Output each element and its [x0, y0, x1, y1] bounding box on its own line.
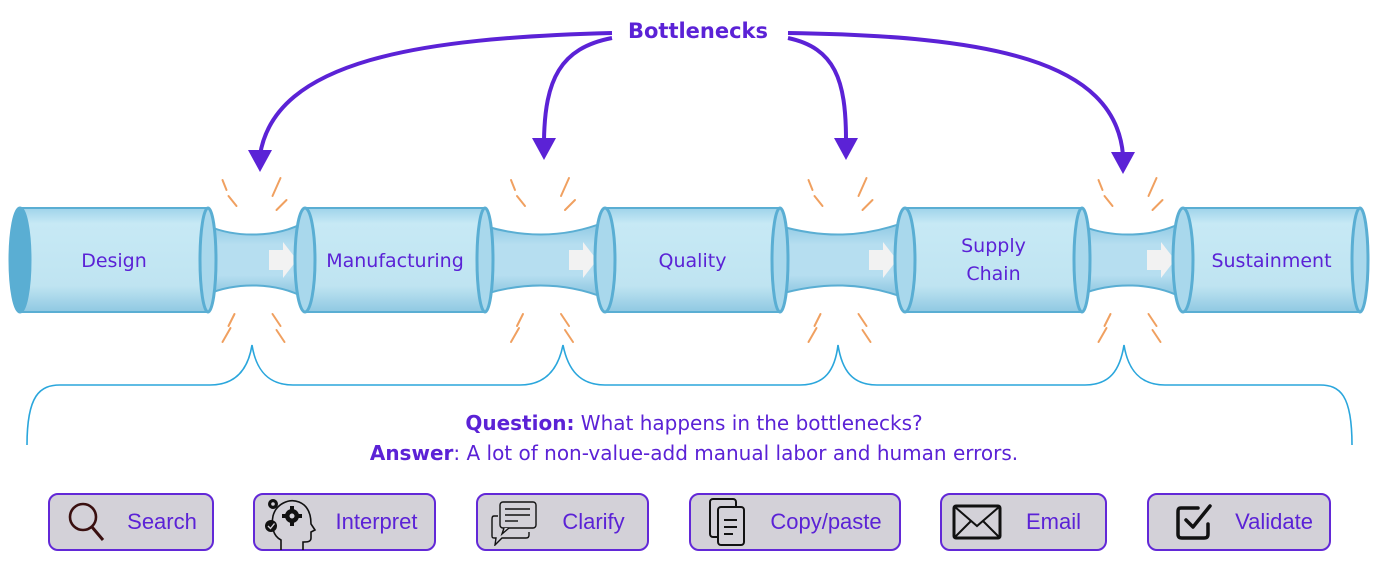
arrow-to-bottleneck-3 [787, 36, 848, 141]
burst-mark [564, 199, 576, 211]
task-validate[interactable]: Validate [1147, 493, 1331, 551]
magnifier-icon [62, 497, 112, 547]
pipe-right-rim [1350, 206, 1370, 314]
burst-mark [275, 329, 286, 343]
pipe-stage-3: Quality [593, 206, 790, 314]
bottleneck-arrows [248, 31, 1135, 174]
task-interpret[interactable]: Interpret [253, 493, 436, 551]
arrow-head-1 [248, 150, 272, 172]
burst-mark [1151, 199, 1164, 211]
flow-arrow-icon [269, 242, 297, 278]
documents-icon [703, 497, 753, 547]
envelope-icon [952, 497, 1002, 547]
pipe-body [305, 208, 485, 312]
pipe-body [605, 208, 780, 312]
answer-line: Answer: A lot of non-value-add manual la… [0, 438, 1388, 468]
pipe-left-rim [593, 206, 617, 314]
burst-mark [227, 195, 238, 207]
burst-mark [560, 177, 570, 197]
answer-label: Answer [369, 441, 454, 465]
stage-label-line: Supply [961, 235, 1026, 257]
flow-arrow-icon [1147, 242, 1175, 278]
pipe-right-rim [198, 206, 218, 314]
flow-arrow-icon [569, 242, 597, 278]
task-copy-paste[interactable]: Copy/paste [689, 493, 901, 551]
burst-mark [275, 199, 288, 211]
burst-mark [1097, 179, 1104, 191]
arrow-head-2 [532, 138, 556, 160]
pipe-body [1183, 208, 1360, 312]
pipe-right-rim [475, 206, 495, 314]
stage-label-line: Chain [966, 263, 1020, 285]
chat-bubbles-icon [490, 497, 540, 547]
bracket [26, 344, 1353, 446]
burst-mark [227, 313, 236, 327]
pipe-body [20, 208, 208, 312]
checkbox-icon [1169, 497, 1219, 547]
burst-mark [813, 195, 824, 207]
burst-mark [1097, 327, 1108, 343]
pipe-body [905, 208, 1082, 312]
task-label: Search [127, 509, 197, 534]
pipe-left-rim [8, 206, 32, 314]
task-clarify[interactable]: Clarify [476, 493, 649, 551]
stage-label: Quality [659, 250, 727, 272]
burst-mark [510, 327, 520, 343]
burst-mark [857, 313, 868, 327]
burst-mark [510, 179, 516, 191]
task-label: Email [1025, 509, 1081, 534]
burst-mark [1147, 177, 1158, 197]
burst-mark [221, 179, 228, 191]
pipe-stage-2: Manufacturing [293, 206, 495, 314]
stage-label: Manufacturing [326, 250, 464, 272]
burst-mark [1151, 329, 1162, 343]
task-label: Interpret [335, 509, 418, 534]
stage-label: Design [81, 250, 147, 272]
task-label: Clarify [562, 509, 625, 534]
burst-mark [807, 179, 814, 191]
burst-mark [1103, 195, 1114, 207]
stage-label: Sustainment [1211, 250, 1331, 272]
burst-mark [221, 327, 232, 343]
task-email[interactable]: Email [940, 493, 1107, 551]
task-search[interactable]: Search [48, 493, 214, 551]
burst-mark [271, 313, 282, 327]
pipe-stage-5: Sustainment [1171, 206, 1370, 314]
burst-mark [861, 199, 874, 211]
arrow-to-bottleneck-4 [787, 31, 1125, 156]
burst-mark [1147, 313, 1158, 327]
bracket-line [26, 344, 1353, 446]
task-label: Copy/paste [770, 509, 882, 534]
flow-arrow-icon [869, 242, 897, 278]
diagram-title: Bottlenecks [628, 19, 768, 43]
pipe-right-rim [1072, 206, 1092, 314]
burst-mark [271, 177, 282, 197]
burst-mark [1103, 313, 1112, 327]
answer-text: : A lot of non-value-add manual labor an… [453, 441, 1019, 465]
head-gears-icon [259, 497, 319, 550]
burst-mark [857, 177, 868, 197]
pipe-right-rim [770, 206, 790, 314]
question-line: Question: What happens in the bottleneck… [0, 408, 1388, 438]
task-label: Validate [1235, 509, 1313, 534]
arrow-to-bottleneck-2 [542, 36, 613, 141]
burst-mark [861, 329, 872, 343]
pipe-left-rim [1171, 206, 1195, 314]
arrow-to-bottleneck-1 [258, 31, 613, 156]
question-text: What happens in the bottlenecks? [574, 411, 923, 435]
pipe-left-rim [293, 206, 317, 314]
burst-mark [564, 329, 574, 343]
burst-mark [516, 195, 526, 207]
burst-mark [560, 313, 570, 327]
arrow-head-3 [834, 138, 858, 160]
burst-mark [813, 313, 822, 327]
question-label: Question: [465, 411, 575, 435]
pipe-stage-1: Design [8, 206, 218, 314]
pipe-left-rim [893, 206, 917, 314]
burst-mark [807, 327, 818, 343]
arrow-head-4 [1111, 152, 1135, 174]
burst-mark [516, 313, 524, 327]
